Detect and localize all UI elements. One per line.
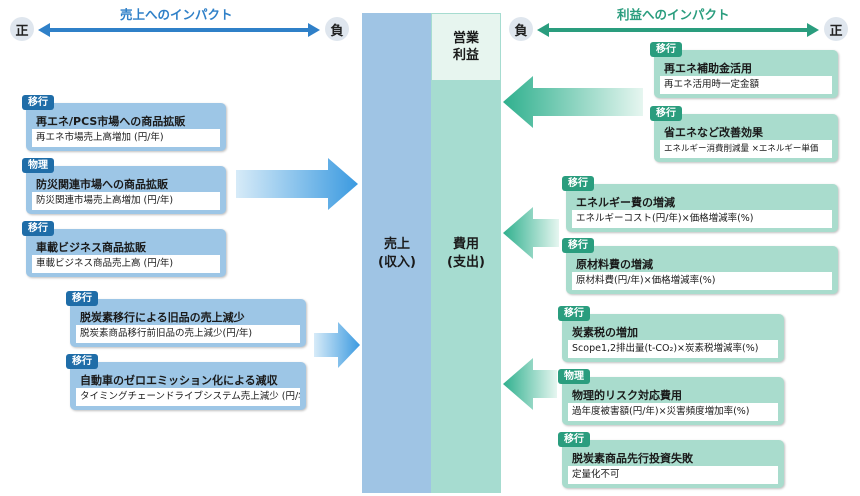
card-subtitle: 定量化不可 (568, 466, 778, 484)
card-title: 車載ビジネス商品拡販 (36, 241, 146, 254)
right-negative-marker: 負 (509, 17, 533, 41)
card-badge: 移行 (562, 238, 594, 253)
left-positive-marker: 正 (10, 17, 34, 41)
card-badge: 移行 (558, 432, 590, 447)
card-title: 省エネなど改善効果 (664, 126, 763, 139)
left-double-arrow (38, 23, 320, 37)
card-badge: 移行 (66, 354, 98, 369)
card-badge: 物理 (22, 158, 54, 173)
card-subtitle: 脱炭素商品移行前旧品の売上減少(円/年) (76, 325, 300, 343)
right-card-renewable-subsidy: 再エネ補助金活用 再エネ活用時一定金額 (654, 50, 838, 98)
card-badge: 移行 (650, 106, 682, 121)
card-title: 脱炭素移行による旧品の売上減少 (80, 311, 245, 324)
card-title: 自動車のゼロエミッション化による減収 (80, 374, 278, 387)
card-title: 防災関連市場への商品拡販 (36, 178, 168, 191)
left-card-automotive: 車載ビジネス商品拡販 車載ビジネス商品売上高 (円/年) (26, 229, 226, 277)
right-card-physical-risk: 物理的リスク対応費用 過年度被害額(円/年)×災害頻度増加率(%) (562, 377, 784, 425)
card-badge: 移行 (562, 176, 594, 191)
card-badge: 移行 (22, 95, 54, 110)
card-subtitle: Scope1,2排出量(t-CO₂)×炭素税増減率(%) (568, 340, 778, 358)
left-card-disaster-prevention: 防災関連市場への商品拡販 防災関連市場売上高増加 (円/年) (26, 166, 226, 214)
card-subtitle: 過年度被害額(円/年)×災害頻度増加率(%) (568, 403, 778, 421)
left-header-title: 売上へのインパクト (120, 7, 233, 22)
right-card-investment-failure: 脱炭素商品先行投資失敗 定量化不可 (562, 440, 784, 488)
right-card-material-cost: 原材料費の増減 原材料費(円/年)×価格増減率(%) (566, 246, 838, 294)
right-arrow-2 (503, 207, 559, 259)
card-badge: 移行 (650, 42, 682, 57)
card-title: 再エネ補助金活用 (664, 62, 752, 75)
card-title: 炭素税の増加 (572, 326, 638, 339)
right-double-arrow (537, 23, 819, 37)
sales-column (362, 13, 431, 493)
left-arrow-negative (314, 322, 360, 368)
card-subtitle: 原材料費(円/年)×価格増減率(%) (572, 272, 832, 290)
card-title: エネルギー費の増減 (576, 196, 675, 209)
card-subtitle: 再エネ活用時一定金額 (660, 76, 832, 94)
card-badge: 移行 (22, 221, 54, 236)
cost-column (431, 13, 501, 493)
card-subtitle: 再エネ市場売上高増加 (円/年) (32, 129, 220, 147)
cost-label: 費用 (支出) (447, 237, 485, 270)
left-card-renewable-pcs: 再エネ/PCS市場への商品拡販 再エネ市場売上高増加 (円/年) (26, 103, 226, 151)
card-subtitle: 車載ビジネス商品売上高 (円/年) (32, 255, 220, 273)
card-badge: 物理 (558, 369, 590, 384)
right-arrow-3 (503, 358, 557, 410)
left-card-zero-emission: 自動車のゼロエミッション化による減収 タイミングチェーンドライブシステム売上減少… (70, 362, 306, 410)
card-title: 再エネ/PCS市場への商品拡販 (36, 115, 186, 128)
right-header-title: 利益へのインパクト (617, 7, 730, 22)
card-badge: 移行 (66, 291, 98, 306)
card-title: 原材料費の増減 (576, 258, 653, 271)
left-negative-marker: 負 (325, 17, 349, 41)
right-positive-marker: 正 (824, 17, 848, 41)
right-arrow-1 (503, 76, 643, 128)
left-arrow-positive (236, 158, 358, 210)
card-subtitle: エネルギーコスト(円/年)×価格増減率(%) (572, 210, 832, 228)
right-card-energy-cost: エネルギー費の増減 エネルギーコスト(円/年)×価格増減率(%) (566, 184, 838, 232)
card-subtitle: エネルギー消費削減量 ×エネルギー単価 (660, 140, 832, 158)
card-subtitle: タイミングチェーンドライブシステム売上減少 (円/年) (76, 388, 300, 406)
operating-profit-box: 営業 利益 (431, 13, 501, 81)
card-title: 脱炭素商品先行投資失敗 (572, 452, 693, 465)
card-subtitle: 防災関連市場売上高増加 (円/年) (32, 192, 220, 210)
right-card-carbon-tax: 炭素税の増加 Scope1,2排出量(t-CO₂)×炭素税増減率(%) (562, 314, 784, 362)
sales-label: 売上 (収入) (378, 237, 416, 270)
right-card-energy-saving: 省エネなど改善効果 エネルギー消費削減量 ×エネルギー単価 (654, 114, 838, 162)
card-title: 物理的リスク対応費用 (572, 389, 682, 402)
card-badge: 移行 (558, 306, 590, 321)
left-card-legacy-decline: 脱炭素移行による旧品の売上減少 脱炭素商品移行前旧品の売上減少(円/年) (70, 299, 306, 347)
